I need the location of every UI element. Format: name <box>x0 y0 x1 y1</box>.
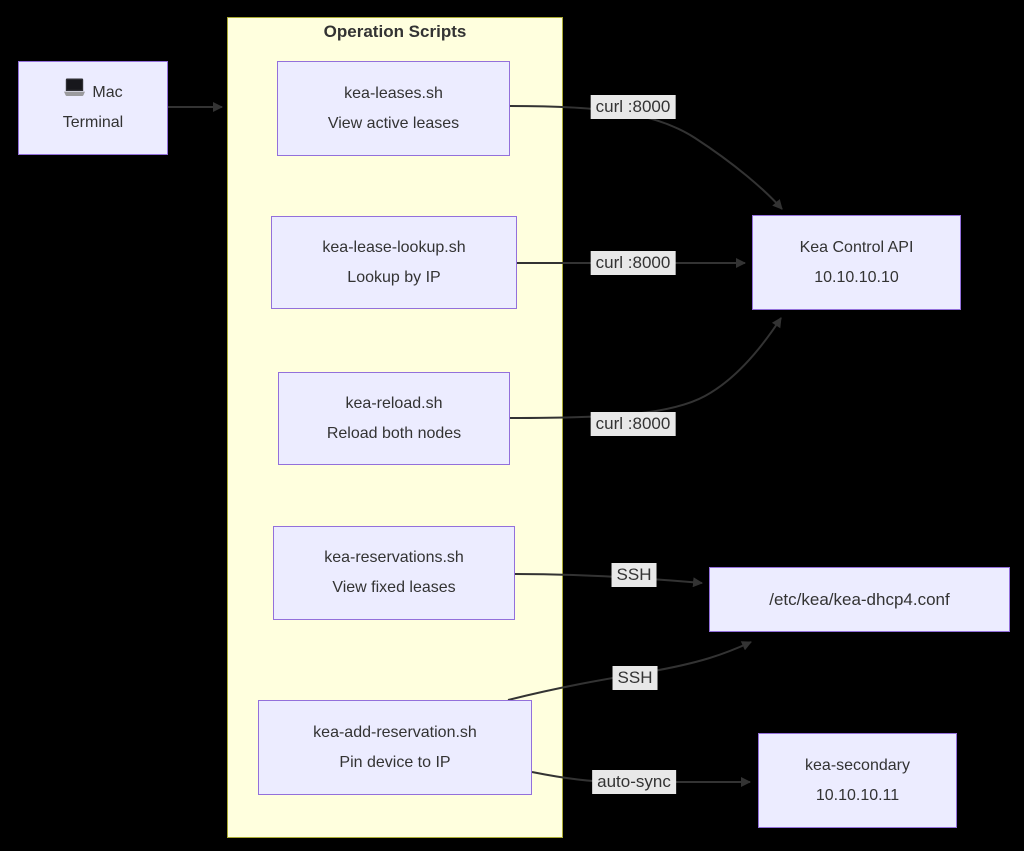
node-kea-control-api: Kea Control API 10.10.10.10 <box>752 215 961 310</box>
edge-label-ssh-2: SSH <box>612 666 658 690</box>
node-label-line: kea-reservations.sh <box>324 549 464 566</box>
node-kea-add-reservation: kea-add-reservation.sh Pin device to IP <box>258 700 532 795</box>
edge-leases-to-api <box>509 105 783 210</box>
edge-label-auto-sync: auto-sync <box>592 770 676 794</box>
node-label-line: kea-add-reservation.sh <box>313 723 477 741</box>
node-label-line: 10.10.10.11 <box>815 786 900 804</box>
node-label-line: Kea Control API <box>799 238 914 256</box>
node-mac-terminal: Mac Terminal <box>18 61 168 155</box>
node-label-line: Reload both nodes <box>326 424 462 442</box>
laptop-icon <box>63 78 86 108</box>
edge-label-curl-1: curl :8000 <box>590 95 676 119</box>
node-conf-file: /etc/kea/kea-dhcp4.conf <box>709 567 1010 632</box>
node-label-line: Lookup by IP <box>347 268 441 286</box>
node-label-line: View fixed leases <box>332 579 456 596</box>
node-label-line: kea-leases.sh <box>344 84 443 102</box>
edge-reload-to-api <box>509 317 782 419</box>
node-label-line: /etc/kea/kea-dhcp4.conf <box>769 589 950 609</box>
node-kea-reservations: kea-reservations.sh View fixed leases <box>273 526 515 620</box>
node-label-line: kea-lease-lookup.sh <box>322 238 466 256</box>
node-label-line: View active leases <box>327 114 460 132</box>
edge-label-curl-3: curl :8000 <box>590 412 676 436</box>
edge-label-ssh-1: SSH <box>611 563 657 587</box>
node-kea-secondary: kea-secondary 10.10.10.11 <box>758 733 957 828</box>
node-label-line: Pin device to IP <box>339 753 451 771</box>
node-label-line: Mac <box>92 84 123 101</box>
edge-reservations-to-conf <box>514 573 703 588</box>
node-label-line: kea-secondary <box>805 756 910 774</box>
cluster-title: Operation Scripts <box>323 22 467 41</box>
node-label-line: kea-reload.sh <box>345 394 443 412</box>
node-kea-reload: kea-reload.sh Reload both nodes <box>278 372 510 465</box>
edge-label-curl-2: curl :8000 <box>590 251 676 275</box>
node-kea-leases: kea-leases.sh View active leases <box>277 61 510 156</box>
node-kea-lease-lookup: kea-lease-lookup.sh Lookup by IP <box>271 216 517 309</box>
node-label-line: Terminal <box>62 114 124 131</box>
node-label-line: 10.10.10.10 <box>814 268 899 286</box>
